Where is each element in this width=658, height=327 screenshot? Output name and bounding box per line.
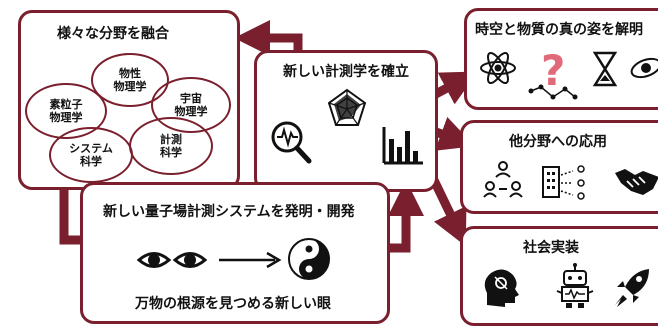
galaxy-icon [630, 57, 658, 79]
svg-text:?: ? [541, 46, 565, 95]
robot-icon [556, 263, 594, 308]
fusion-title: 様々な分野を融合 [57, 26, 169, 42]
system-title: 新しい量子場計測システムを発明・開発 [103, 204, 355, 220]
field-condensed-matter [91, 53, 169, 107]
center-title: 新しい計測学を確立 [283, 64, 409, 80]
system-caption: 万物の根源を見つめる新しい眼 [135, 296, 331, 312]
arrow-icon [219, 251, 282, 269]
rocket-icon [615, 269, 649, 307]
radar-chart-icon [327, 88, 367, 126]
bar-chart-icon [382, 127, 423, 165]
field-condensed-matter-label: 物性 物理学 [113, 67, 147, 93]
outcome-2-title: 他分野への応用 [509, 134, 607, 150]
building-network-icon [542, 165, 585, 200]
fusion-box: 様々な分野を融合 物性 物理学 宇宙 物理学 素粒子 物理学 計測 科学 システ… [18, 10, 240, 190]
field-measurement-science-label: 計測 科学 [160, 133, 182, 159]
eye-icon [136, 252, 172, 268]
arrow-center-to-outcome3 [427, 174, 467, 247]
field-particle-physics-label: 素粒子 物理学 [49, 98, 83, 124]
yin-yang-icon [288, 238, 330, 280]
outcome-1-title: 時空と物質の真の姿を解明 [475, 22, 643, 38]
ai-head-icon [484, 269, 519, 307]
center-box: 新しい計測学を確立 [254, 50, 438, 192]
field-astrophysics-label: 宇宙 物理学 [174, 92, 208, 118]
magnifier-wave-icon [271, 121, 312, 164]
outcome-box-3: 社会実装 [460, 226, 658, 326]
question-constellation-icon: ? [528, 46, 578, 100]
outcome-box-1: 時空と物質の真の姿を解明 ? [464, 8, 658, 110]
outcome-3-title: 社会実装 [523, 240, 579, 256]
arrow-center-to-fusion [234, 20, 303, 56]
system-box: 新しい量子場計測システムを発明・開発 万物の根源を見つめる新しい眼 [80, 182, 390, 324]
arrow-center-to-outcome2 [434, 116, 475, 151]
hourglass-icon [592, 51, 618, 87]
arrow-system-to-center [388, 180, 424, 253]
outcome-box-2: 他分野への応用 [460, 120, 658, 214]
eye-icon [172, 252, 208, 268]
field-system-science-label: システム 科学 [69, 142, 113, 168]
handshake-icon [615, 169, 658, 195]
atom-icon [480, 51, 516, 85]
people-network-icon [483, 161, 523, 198]
